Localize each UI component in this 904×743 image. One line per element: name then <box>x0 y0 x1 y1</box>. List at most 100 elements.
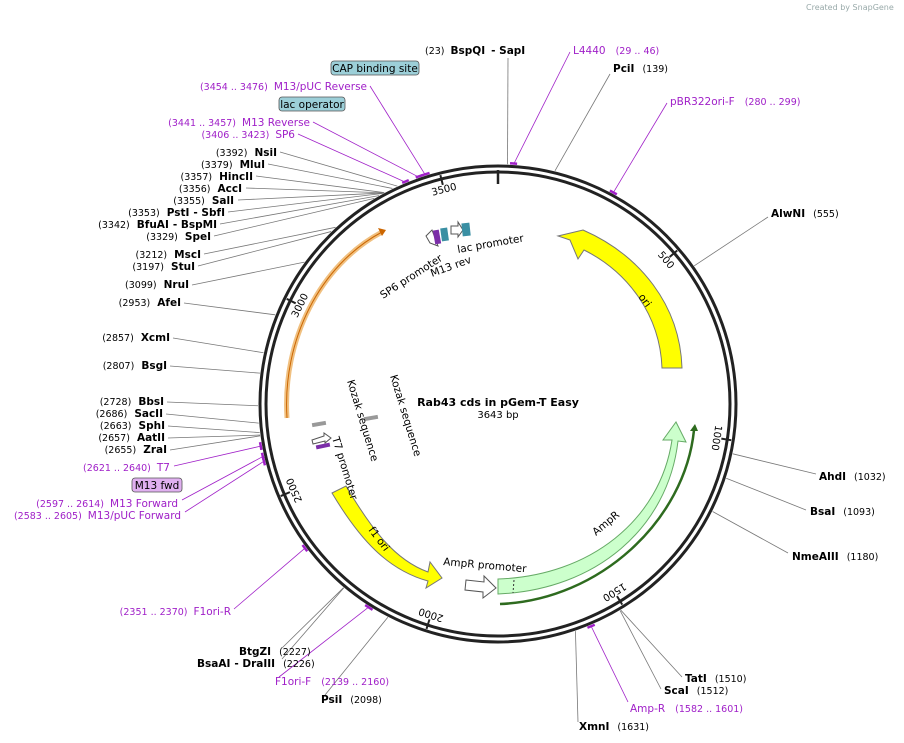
svg-text:(3379) MluI: (3379) MluI <box>201 159 265 171</box>
tick-label: 1000 <box>709 424 724 451</box>
leader-line <box>184 460 266 513</box>
leader-line <box>165 413 259 424</box>
site-position: (2686) <box>96 409 131 420</box>
site-name: StuI <box>171 261 195 273</box>
site-position: (3197) <box>132 262 167 273</box>
svg-text:TatI(1510): TatI(1510) <box>685 673 746 685</box>
leader-line <box>712 511 789 554</box>
site-extra-name: - SapI <box>491 45 525 57</box>
restriction-site-label: TatI(1510) <box>685 673 746 685</box>
restriction-site-label: (2857) XcmI <box>102 332 170 344</box>
svg-text:XmnI(1631): XmnI (1631) <box>579 721 649 733</box>
restriction-site-label: PsiI(2098) <box>321 694 382 706</box>
site-name: BsgI <box>141 360 167 372</box>
svg-text:(2686) SacII: (2686) SacII <box>96 408 163 420</box>
primer-name: SP6 <box>275 129 295 141</box>
site-name: ScaI <box>664 685 689 697</box>
primer-name: pBR322ori-F <box>670 96 735 108</box>
site-name: SpeI <box>185 231 211 243</box>
primer-position: (2597 .. 2614) <box>36 499 104 510</box>
primer-name: F1ori-R <box>194 606 231 618</box>
restriction-site-label: (3329) SpeI <box>146 231 211 243</box>
primer-position: (280 .. 299) <box>745 97 801 108</box>
primer-name: F1ori-F <box>275 676 311 688</box>
restriction-site-label: (2686) SacII <box>96 408 163 420</box>
site-name: XmnI <box>579 721 609 733</box>
leader-line <box>213 197 375 237</box>
primer-label: (3454 .. 3476) M13/pUC Reverse <box>200 81 367 93</box>
site-position: (2227) <box>279 647 311 658</box>
svg-text:ScaI(1512): ScaI(1512) <box>664 685 728 697</box>
restriction-site-label: XmnI (1631) <box>579 721 649 733</box>
svg-text:(3197) StuI: (3197) StuI <box>132 261 195 273</box>
svg-text:(2597 .. 2614)M13 Forward: (2597 .. 2614) M13 Forward <box>36 498 178 510</box>
primer-position: (3454 .. 3476) <box>200 82 268 93</box>
site-name: BspQI <box>451 45 486 57</box>
svg-text:(3454 .. 3476)M13/pUC Reverse: (3454 .. 3476) M13/pUC Reverse <box>200 81 367 93</box>
primer-name: Amp-R <box>630 703 665 715</box>
site-name: SphI <box>139 420 165 432</box>
leader-line <box>173 445 262 467</box>
restriction-site-label: (2728) BbsI <box>100 396 164 408</box>
restriction-site-label: BsaAI- DraIII(2226) <box>197 658 315 670</box>
svg-text:NmeAIII(1180): NmeAIII(1180) <box>792 551 878 563</box>
site-name: NmeAIII <box>792 551 839 563</box>
primer-name: M13/pUC Reverse <box>274 81 367 93</box>
ori-feature-arrow <box>556 229 683 369</box>
leader-line <box>590 625 629 703</box>
leader-line <box>267 163 393 189</box>
primer-binding-mark <box>260 452 265 460</box>
kozak-label-1: Kozak sequence <box>344 378 380 463</box>
site-position: (1631) <box>617 722 649 733</box>
svg-text:F1ori-F(2139 .. 2160): F1ori-F (2139 .. 2160) <box>275 676 389 688</box>
svg-text:(3329) SpeI: (3329) SpeI <box>146 231 211 243</box>
site-name: MluI <box>240 159 265 171</box>
site-position: (2857) <box>102 333 137 344</box>
site-name: MscI <box>174 249 201 261</box>
primer-label: Amp-R(1582 .. 1601) <box>630 703 743 715</box>
leader-line <box>297 133 407 183</box>
restriction-site-label: (3379) MluI <box>201 159 265 171</box>
svg-text:(2351 .. 2370)F1ori-R: (2351 .. 2370) F1ori-R <box>120 606 231 618</box>
leader-line <box>369 85 426 176</box>
svg-text:(2655) ZraI: (2655) ZraI <box>105 444 167 456</box>
svg-text:BsaAI- DraIII(2226): BsaAI- DraIII(2226) <box>197 658 315 670</box>
primer-position: (29 .. 46) <box>616 46 660 57</box>
backbone-outer <box>258 164 738 644</box>
plasmid-length: 3643 bp <box>477 410 518 421</box>
primer-position: (2351 .. 2370) <box>120 607 188 618</box>
primer-name: M13/pUC Forward <box>88 510 181 522</box>
tick-mark <box>616 595 624 606</box>
primer-position: (2139 .. 2160) <box>321 677 389 688</box>
primer-name: L4440 <box>573 45 606 57</box>
restriction-site-label: (3356) AccI <box>179 183 242 195</box>
primer-binding-mark <box>364 604 374 611</box>
tick-mark <box>425 619 431 630</box>
primer-binding-mark <box>586 623 596 629</box>
ampr-arc-head <box>690 424 698 431</box>
leader-line <box>227 193 383 213</box>
primer-label: (2621 .. 2640)T7 <box>83 462 170 474</box>
leader-line <box>620 609 683 678</box>
site-extra-name: - DraIII <box>234 658 275 670</box>
site-name: AhdI <box>819 471 846 483</box>
svg-text:BtgZI(2227): BtgZI(2227) <box>239 646 311 658</box>
leader-line <box>169 365 261 374</box>
site-position: (3392) <box>216 148 251 159</box>
site-position: (1510) <box>715 674 747 685</box>
kozak-box-2 <box>363 414 379 422</box>
site-position: (2663) <box>100 421 135 432</box>
site-position: (555) <box>813 209 839 220</box>
site-position: (2098) <box>350 695 382 706</box>
site-position: (3353) <box>128 208 163 219</box>
leader-line <box>255 175 385 194</box>
leader-line <box>172 337 264 354</box>
site-position: (139) <box>642 64 668 75</box>
restriction-site-label: (3212) MscI <box>136 249 201 261</box>
primer-name: M13 Forward <box>110 498 178 510</box>
leader-line <box>183 302 276 316</box>
site-position: (3329) <box>146 232 181 243</box>
site-position: (3099) <box>125 280 160 291</box>
site-position: (2226) <box>283 659 315 670</box>
